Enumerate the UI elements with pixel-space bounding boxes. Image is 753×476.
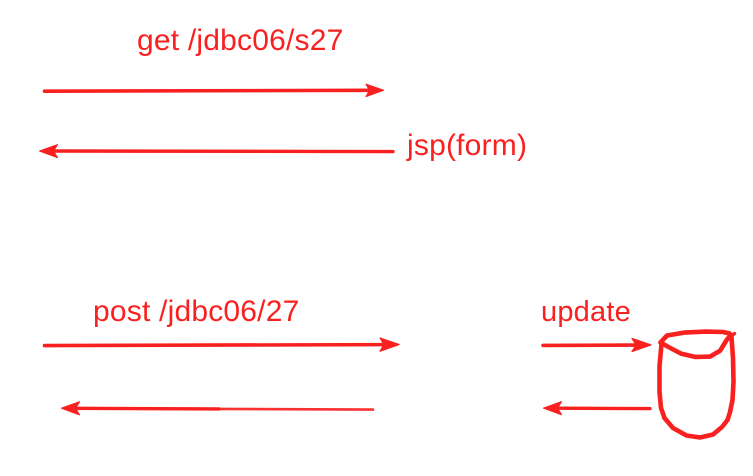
arrow-update-in-head [542, 401, 563, 416]
cylinder-top-back-arc [658, 329, 734, 345]
arrow-post-response-head [60, 401, 81, 416]
cylinder-right-wall [725, 335, 736, 423]
arrow-post-response-shaft-left [72, 406, 221, 411]
label-update-action: update [541, 296, 631, 328]
cylinder-left-wall [657, 341, 667, 421]
arrow-get-request [42, 83, 385, 98]
arrow-jsp-shaft [50, 149, 395, 154]
arrow-post-response [60, 401, 375, 416]
arrow-post-head [379, 337, 400, 352]
label-jsp-response: jsp(form) [407, 129, 528, 162]
arrow-post-shaft [42, 342, 389, 348]
label-get-request: get /jdbc06/s27 [137, 24, 344, 57]
cylinder-top-front-arc [658, 332, 733, 360]
cylinder-pen-tick [729, 331, 737, 338]
arrow-jsp-head [38, 144, 59, 159]
arrow-get-shaft [42, 88, 374, 93]
arrow-update-in [542, 401, 652, 416]
cylinder-bottom-arc [662, 415, 730, 440]
arrow-update-out [541, 337, 652, 353]
arrow-update-out-head [631, 337, 652, 353]
arrow-post-request [42, 337, 400, 352]
arrow-jsp-response [38, 144, 395, 159]
database-cylinder-icon [657, 329, 737, 440]
label-post-request: post /jdbc06/27 [93, 295, 300, 328]
arrow-get-head [365, 83, 385, 98]
arrow-post-response-shaft-right [217, 407, 375, 411]
